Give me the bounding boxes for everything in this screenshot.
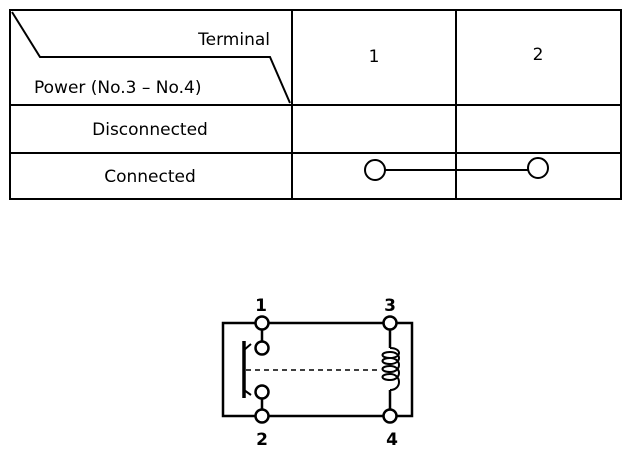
header-diagonal (11, 11, 291, 104)
header-terminal-label: Terminal (197, 30, 270, 50)
pin-3-terminal (382, 315, 398, 331)
switch-blade-arm (243, 343, 252, 351)
coil-winding (381, 347, 400, 391)
terminal-2-node (527, 157, 549, 179)
relay-terminals (254, 315, 398, 424)
row-label-connected: Connected (104, 167, 196, 187)
relay-housing (221, 321, 414, 418)
pin-2-terminal (254, 408, 270, 424)
column-header-2: 2 (533, 45, 544, 65)
relay-schematic (221, 321, 414, 418)
pin-label-2: 2 (256, 430, 268, 450)
row-label-disconnected: Disconnected (92, 120, 208, 140)
pin-4-terminal (382, 408, 398, 424)
switch-blade-arm (243, 389, 252, 396)
pin-label-1: 1 (255, 296, 267, 316)
column-header-1: 1 (369, 47, 380, 67)
pin-label-4: 4 (386, 430, 398, 450)
header-power-label: Power (No.3 – No.4) (34, 78, 201, 98)
switch-contact-bottom (254, 384, 270, 400)
switch-contact-top (254, 340, 270, 356)
continuity-table (9, 9, 622, 200)
continuity-symbol (364, 157, 549, 181)
pin-1-terminal (254, 315, 270, 331)
pin-label-3: 3 (384, 296, 396, 316)
terminal-1-node (364, 159, 386, 181)
